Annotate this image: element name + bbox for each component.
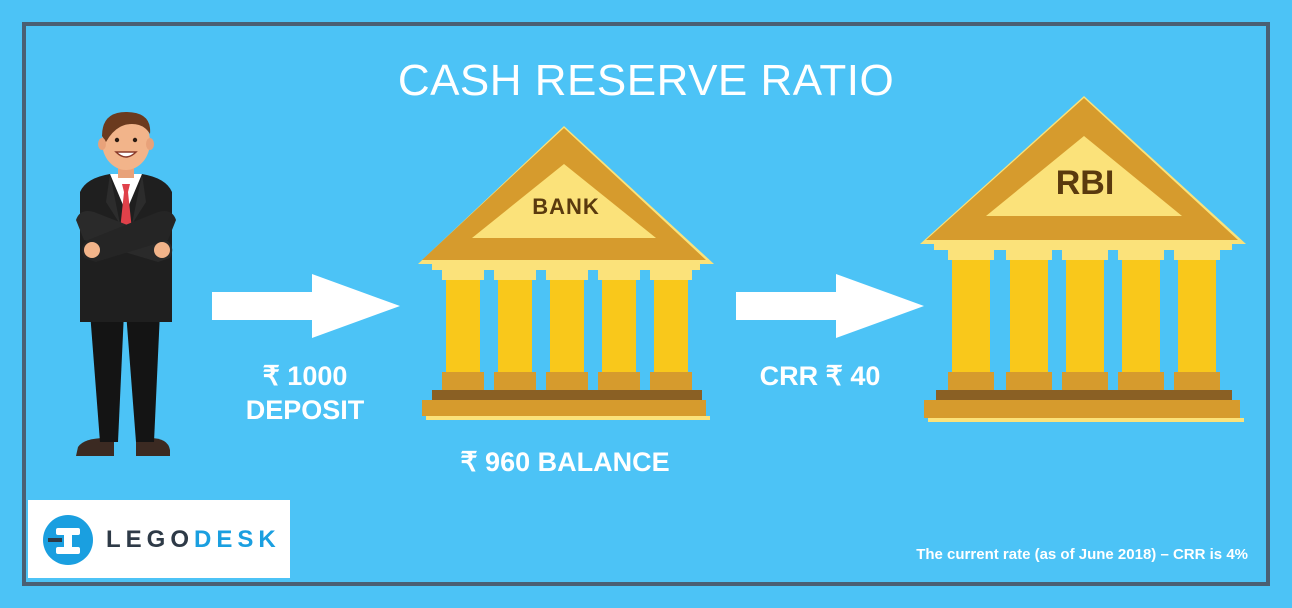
page-title: CASH RESERVE RATIO <box>397 56 895 105</box>
logo-desk: DESK <box>194 526 281 553</box>
deposit-label: DEPOSIT <box>245 395 365 425</box>
crr-amount: CRR ₹ 40 <box>759 361 881 391</box>
logo-wordmark: LEGODESK <box>106 526 281 554</box>
gavel-logo-icon <box>43 515 93 565</box>
legodesk-logo[interactable]: LEGODESK <box>28 500 290 578</box>
businessman-icon <box>76 112 176 456</box>
right-arrow-icon <box>736 274 924 338</box>
bank-building-icon <box>418 126 714 420</box>
rbi-building-icon <box>920 96 1246 422</box>
bank-balance: ₹ 960 BALANCE <box>460 447 670 477</box>
footnote: The current rate (as of June 2018) – CRR… <box>916 546 1248 563</box>
right-arrow-icon <box>212 274 400 338</box>
logo-lego: LEGO <box>106 526 195 553</box>
bank-sign: BANK <box>532 194 600 219</box>
deposit-amount: ₹ 1000 <box>262 361 348 391</box>
rbi-sign: RBI <box>1055 164 1115 202</box>
inner-border <box>22 22 1270 586</box>
